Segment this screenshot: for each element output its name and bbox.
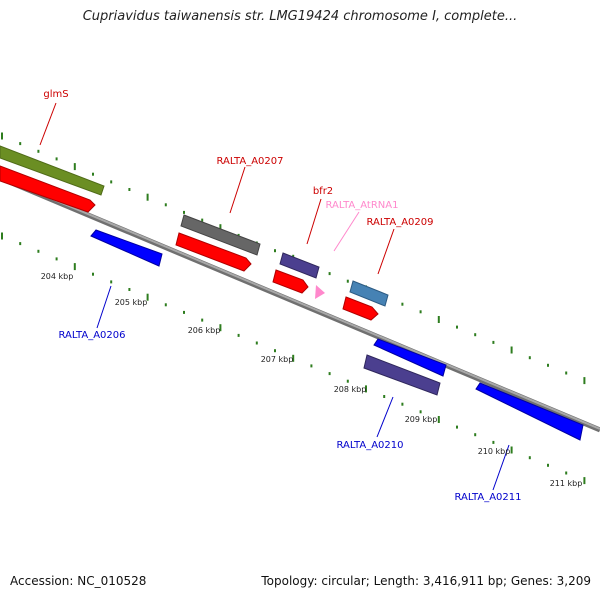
gene-glms-bar[interactable] [0, 145, 105, 196]
label-ralta-a0207[interactable]: RALTA_A0207 [216, 156, 283, 167]
cds-ralta-a0209-arrow[interactable] [342, 296, 379, 321]
gene-ralta-a0207-bar[interactable] [180, 214, 261, 256]
sequence-backbone-highlight [0, 176, 600, 430]
ruler-label-210kbp: 210 kbp [478, 447, 511, 456]
gene-bfr2-bar[interactable] [279, 252, 320, 279]
feature-track[interactable] [0, 145, 584, 441]
cds-ralta-a0210-arrow[interactable] [373, 338, 447, 377]
ruler-label-211kbp: 211 kbp [550, 479, 583, 488]
tick-track-lower [1, 232, 586, 485]
label-leaders [39, 102, 510, 491]
summary-text: Topology: circular; Length: 3,416,911 bp… [261, 574, 591, 588]
cds-bfr2-arrow[interactable] [272, 269, 309, 294]
label-ralta-a0211[interactable]: RALTA_A0211 [454, 492, 521, 503]
accession-text: Accession: NC_010528 [10, 574, 147, 588]
label-ralta-a0209[interactable]: RALTA_A0209 [366, 217, 433, 228]
label-bfr2[interactable]: bfr2 [313, 186, 333, 197]
label-ralta-atrna1[interactable]: RALTA_AtRNA1 [326, 200, 399, 211]
ruler-label-209kbp: 209 kbp [405, 415, 438, 424]
cds-glms-arrow[interactable] [0, 165, 96, 213]
map-title: Cupriavidus taiwanensis str. LMG19424 ch… [82, 9, 518, 24]
ruler-label-207kbp: 207 kbp [261, 355, 294, 364]
cds-ralta-a0207-arrow[interactable] [175, 232, 252, 272]
gene-ralta-a0209-bar[interactable] [349, 280, 389, 307]
ruler-label-204kbp: 204 kbp [41, 272, 74, 281]
gene-ralta-a0210-bar[interactable] [363, 354, 441, 396]
label-ralta-a0206[interactable]: RALTA_A0206 [58, 330, 125, 341]
label-ralta-a0210[interactable]: RALTA_A0210 [336, 440, 403, 451]
cds-ralta-a0206-arrow[interactable] [90, 229, 163, 267]
ruler-label-205kbp: 205 kbp [115, 298, 148, 307]
trna-ralta-atrna1-arrow[interactable] [315, 285, 325, 299]
ruler-label-208kbp: 208 kbp [334, 385, 367, 394]
cds-ralta-a0211-arrow[interactable] [475, 382, 584, 441]
ruler-label-206kbp: 206 kbp [188, 326, 221, 335]
label-glms[interactable]: glmS [43, 89, 68, 100]
